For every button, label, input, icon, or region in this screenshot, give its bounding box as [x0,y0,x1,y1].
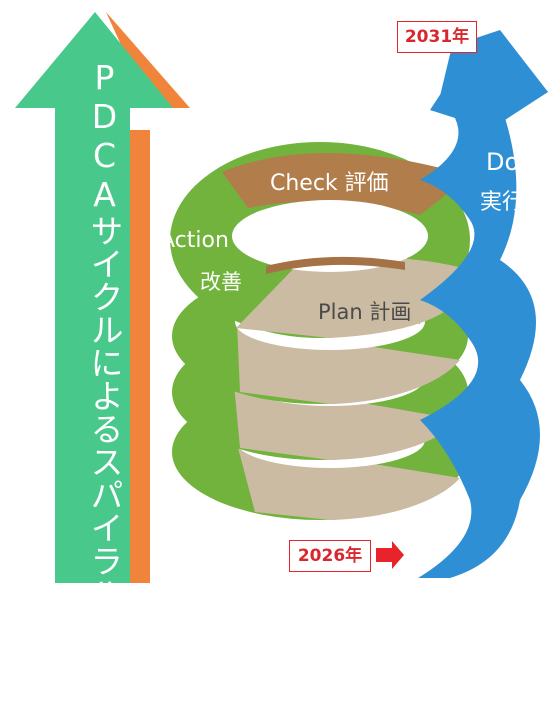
do-label-en: Do [486,148,520,176]
do-label-jp: 実行 [480,190,525,215]
ring-top [170,142,470,338]
plan-label: Plan 計画 [318,300,412,324]
arrow-shadow-head [106,12,190,108]
arrow-vertical-label: PDCAサイクルによるスパイラルアップ [85,58,124,709]
arrow-body [55,108,130,583]
start-arrow-icon [376,541,404,569]
action-label-en: Action [160,228,229,253]
do-arrow [418,30,548,578]
action-label-jp: 改善 [200,270,242,294]
arrow-head [15,12,173,108]
upward-arrow [15,12,190,583]
check-label: Check 評価 [270,171,389,196]
pdca-spiral-diagram [15,12,548,583]
spiral [170,30,548,578]
start-year-badge: 2026年 [289,540,371,572]
end-year-badge: 2031年 [397,21,477,53]
arrow-shadow [128,130,150,583]
